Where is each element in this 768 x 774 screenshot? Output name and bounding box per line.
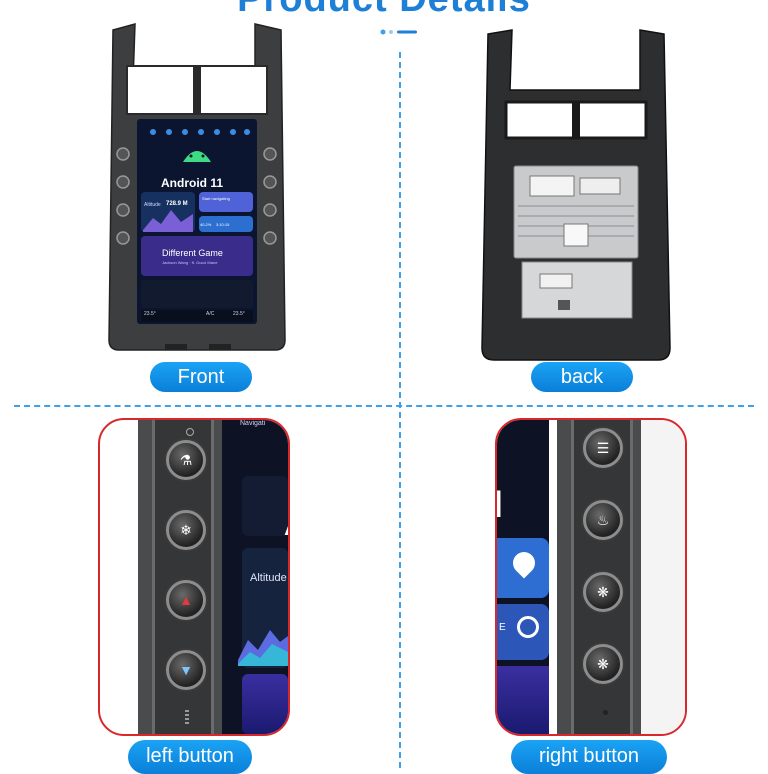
reset-hole bbox=[185, 710, 189, 724]
stat-a: 40.2% bbox=[200, 222, 212, 227]
game-subtitle: Jackson Wang · ft. Gucci Mane bbox=[162, 260, 218, 265]
title-decoration bbox=[380, 29, 417, 35]
horizontal-divider bbox=[14, 405, 754, 407]
zoom-letter-a: A bbox=[284, 510, 288, 542]
defrost-snowflake-button[interactable]: ❄ bbox=[166, 510, 206, 550]
os-version-label: Android 11 bbox=[161, 176, 224, 190]
rear-defrost-button[interactable]: ☰ bbox=[583, 428, 623, 468]
start-navigating-button[interactable]: Start navigating bbox=[202, 196, 230, 201]
altitude-label: Altitude bbox=[144, 202, 161, 208]
page-title: Product Details bbox=[0, 0, 768, 21]
navigation-label: Navigati bbox=[240, 420, 266, 427]
ac-label: A/C bbox=[206, 311, 215, 317]
clock-icon bbox=[517, 616, 539, 638]
game-title: Different Game bbox=[162, 248, 223, 258]
stat-b: 3:10:15 bbox=[216, 222, 230, 227]
left-button-zoom: Navigati A Altitude ⚗ ❄ ▲ ▼ bbox=[98, 418, 290, 736]
vertical-divider bbox=[399, 52, 401, 768]
altitude-zoom-label: Altitude bbox=[250, 572, 287, 584]
right-button-zoom: l E ☰ ♨ ❋ ❋ bbox=[495, 418, 687, 736]
front-label: Front bbox=[150, 362, 252, 392]
car-button[interactable]: ⚗ bbox=[166, 440, 206, 480]
seat-heat-button[interactable]: ♨ bbox=[583, 500, 623, 540]
mic-hole bbox=[186, 428, 194, 436]
back-label: back bbox=[531, 362, 633, 392]
altitude-graph-zoom bbox=[238, 630, 288, 666]
right-button-label: right button bbox=[511, 740, 667, 774]
back-unit-image bbox=[481, 29, 671, 361]
fan-button[interactable]: ❋ bbox=[583, 572, 623, 612]
altitude-value: 728.9 M bbox=[166, 201, 188, 207]
zoom-letter-l: l bbox=[497, 484, 503, 526]
left-button-label: left button bbox=[128, 740, 252, 774]
zoom-letter-e: E bbox=[499, 622, 506, 633]
front-unit-image bbox=[108, 23, 286, 351]
hazard-button[interactable]: ▲ bbox=[166, 580, 206, 620]
fan-speed-button[interactable]: ❋ bbox=[583, 644, 623, 684]
temp-left: 23.5° bbox=[144, 311, 156, 317]
temp-right: 23.5° bbox=[233, 311, 245, 317]
down-arrow-button[interactable]: ▼ bbox=[166, 650, 206, 690]
indicator-hole bbox=[603, 710, 608, 715]
